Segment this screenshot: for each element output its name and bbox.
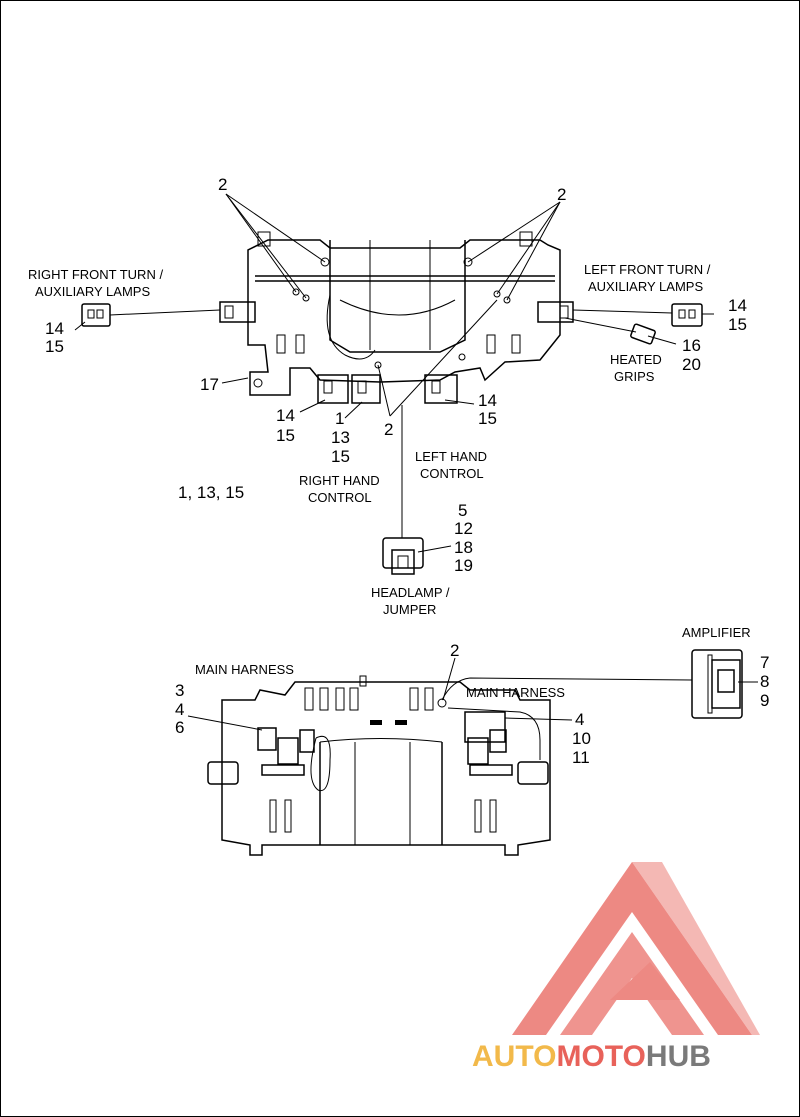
lower-bracket-assembly: [207, 675, 551, 856]
left-front-turn-connector: [671, 303, 703, 327]
num-15-left: 15: [45, 337, 64, 356]
label-grips: GRIPS: [614, 369, 655, 384]
num-2-lower: 2: [450, 641, 459, 660]
lower-leaders: [187, 657, 758, 731]
label-control-left: CONTROL: [420, 466, 484, 481]
num-2-top-right: 2: [557, 185, 566, 204]
num-8: 8: [760, 672, 769, 691]
num-12: 12: [454, 519, 473, 538]
label-control-right: CONTROL: [308, 490, 372, 505]
num-14-left: 14: [45, 319, 64, 338]
num-10: 10: [572, 729, 591, 748]
num-5: 5: [458, 501, 467, 520]
label-main-harness-2: MAIN HARNESS: [466, 685, 565, 700]
num-9: 9: [760, 691, 769, 710]
label-jumper: JUMPER: [383, 602, 436, 617]
upper-bracket-assembly: [219, 231, 574, 404]
num-15-rhc: 15: [276, 426, 295, 445]
heated-grips-connector: [630, 323, 656, 345]
label-auxiliary-lamps-left: AUXILIARY LAMPS: [588, 279, 703, 294]
num-14-rhc: 14: [276, 406, 295, 425]
label-left-hand: LEFT HAND: [415, 449, 487, 464]
num-3: 3: [175, 681, 184, 700]
watermark-logo: [512, 862, 760, 1035]
upper-wiring: [109, 309, 673, 538]
num-14-right: 14: [728, 296, 747, 315]
watermark-auto: AUTO: [472, 1040, 556, 1073]
headlamp-jumper-connector: [382, 537, 424, 575]
num-14-lhc: 14: [478, 391, 497, 410]
num-20: 20: [682, 355, 701, 374]
item-numbers: 2 2 14 15 14 15 16 20 17 14 15 1 13 15 2…: [45, 175, 769, 767]
num-15-mid: 15: [331, 447, 350, 466]
num-11: 11: [572, 748, 590, 767]
watermark-hub: HUB: [646, 1040, 711, 1073]
label-left-front-turn: LEFT FRONT TURN /: [584, 262, 711, 277]
num-group-1-13-15: 1, 13, 15: [178, 483, 244, 502]
num-16: 16: [682, 336, 701, 355]
right-front-turn-connector: [81, 303, 111, 327]
watermark-moto: MOTO: [556, 1040, 645, 1073]
label-amplifier: AMPLIFIER: [682, 625, 751, 640]
label-headlamp: HEADLAMP /: [371, 585, 450, 600]
label-main-harness-1: MAIN HARNESS: [195, 662, 294, 677]
num-15-lhc: 15: [478, 409, 497, 428]
label-right-front-turn: RIGHT FRONT TURN /: [28, 267, 163, 282]
upper-leaders: [74, 193, 714, 553]
num-7: 7: [760, 653, 769, 672]
num-1: 1: [335, 409, 344, 428]
num-6: 6: [175, 718, 184, 737]
num-18: 18: [454, 538, 473, 557]
callout-labels: RIGHT FRONT TURN / AUXILIARY LAMPS LEFT …: [28, 262, 751, 700]
label-heated: HEATED: [610, 352, 662, 367]
num-17: 17: [200, 375, 219, 394]
num-2-top-left: 2: [218, 175, 227, 194]
num-19: 19: [454, 556, 473, 575]
watermark-text: AUTOMOTOHUB: [472, 1040, 711, 1073]
num-4-left: 4: [175, 700, 184, 719]
num-13: 13: [331, 428, 350, 447]
num-15-right: 15: [728, 315, 747, 334]
num-4-right: 4: [575, 710, 584, 729]
label-right-hand: RIGHT HAND: [299, 473, 380, 488]
amplifier-unit: [691, 649, 743, 719]
num-2-mid: 2: [384, 420, 393, 439]
label-auxiliary-lamps-right: AUXILIARY LAMPS: [35, 284, 150, 299]
